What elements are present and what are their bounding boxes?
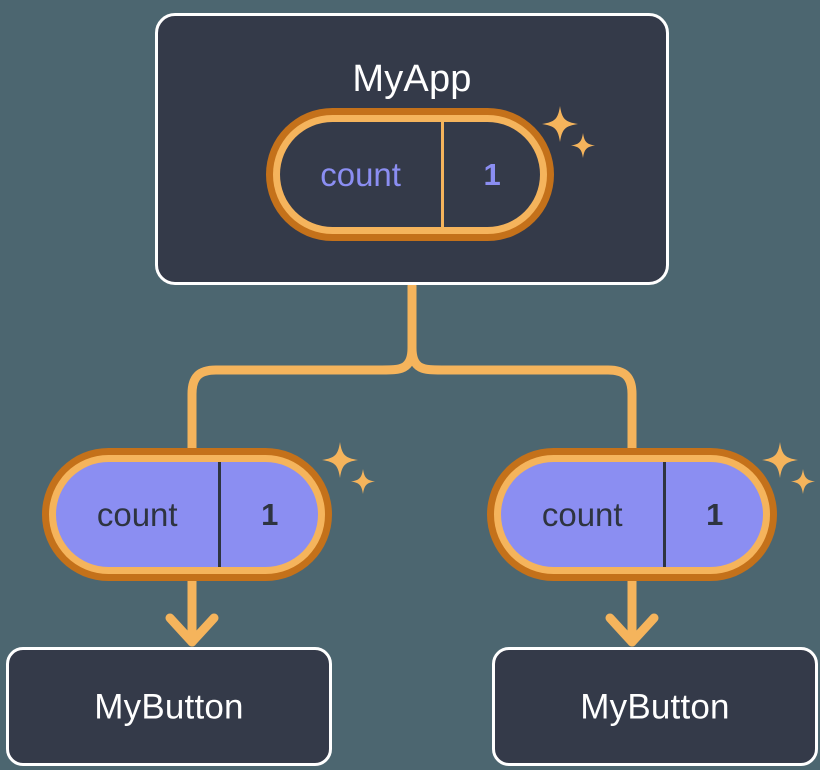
state-key-label: count bbox=[320, 155, 401, 193]
state-value-label: 1 bbox=[483, 156, 501, 192]
state-value-cell: 1 bbox=[218, 462, 318, 567]
state-key-cell: count bbox=[280, 122, 441, 227]
state-key-label: count bbox=[96, 495, 178, 533]
pill-body: count 1 bbox=[501, 462, 763, 567]
pill-outer-ring: count 1 bbox=[42, 448, 332, 581]
component-label: MyButton bbox=[94, 687, 244, 726]
state-key-cell: count bbox=[501, 462, 663, 567]
pill-inner-ring: count 1 bbox=[273, 115, 547, 234]
pill-inner-ring: count 1 bbox=[49, 455, 325, 574]
arrow-down-icon bbox=[605, 571, 659, 647]
state-pill-myapp[interactable]: count 1 bbox=[266, 108, 554, 241]
state-value-label: 1 bbox=[261, 496, 279, 532]
state-value-cell: 1 bbox=[663, 462, 763, 567]
component-card-mybutton-right[interactable]: MyButton bbox=[492, 647, 818, 766]
pill-outer-ring: count 1 bbox=[487, 448, 777, 581]
tree-branch-connector bbox=[187, 281, 637, 457]
pill-body: count 1 bbox=[56, 462, 318, 567]
pill-outer-ring: count 1 bbox=[266, 108, 554, 241]
component-label: MyButton bbox=[580, 687, 730, 726]
state-pill-child-right[interactable]: count 1 bbox=[487, 448, 777, 581]
page-title: MyApp bbox=[352, 58, 472, 100]
component-card-mybutton-left[interactable]: MyButton bbox=[6, 647, 332, 766]
arrow-down-icon bbox=[165, 571, 219, 647]
pill-inner-ring: count 1 bbox=[494, 455, 770, 574]
pill-body: count 1 bbox=[280, 122, 540, 227]
state-key-label: count bbox=[541, 495, 623, 533]
state-pill-child-left[interactable]: count 1 bbox=[42, 448, 332, 581]
state-value-label: 1 bbox=[706, 496, 724, 532]
state-key-cell: count bbox=[56, 462, 218, 567]
state-value-cell: 1 bbox=[441, 122, 540, 227]
